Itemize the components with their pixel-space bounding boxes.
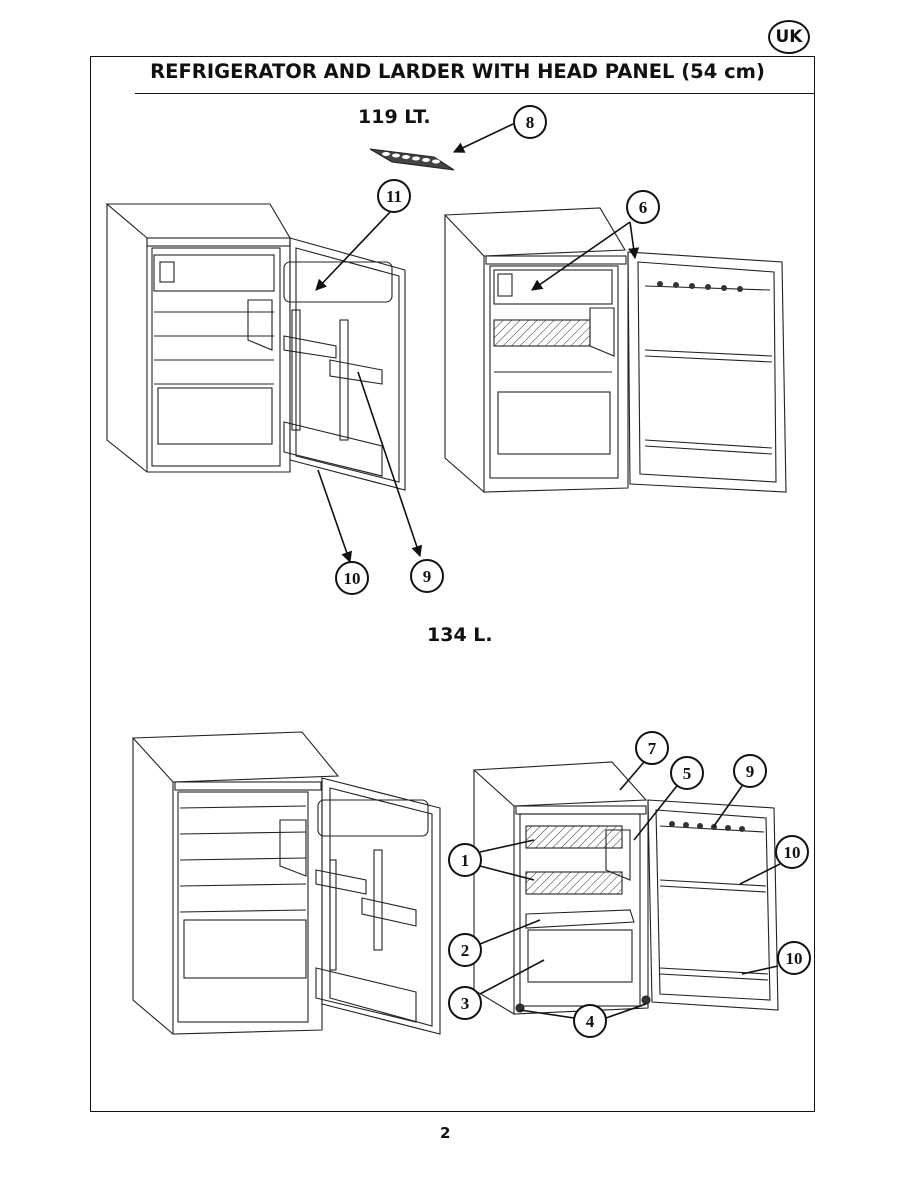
callout-11: 11 [386, 187, 402, 206]
page-number: 2 [440, 1124, 451, 1142]
callout-6: 6 [639, 198, 648, 217]
fridge-119-right-drawing [443, 207, 787, 493]
region-badge: UK [768, 20, 810, 54]
callout-5: 5 [683, 764, 692, 783]
callout-10-top: 10 [344, 569, 361, 588]
fridge-134-left-drawing [131, 731, 441, 1035]
callout-1: 1 [461, 851, 470, 870]
callout-3: 3 [461, 994, 470, 1013]
page-frame [90, 56, 815, 1112]
model-label-119: 119 LT. [358, 106, 431, 128]
callout-10-bottom-lower: 10 [786, 949, 803, 968]
fridge-119-left-drawing [105, 203, 406, 491]
model-label-134: 134 L. [427, 624, 493, 646]
page-title: REFRIGERATOR AND LARDER WITH HEAD PANEL … [150, 60, 765, 83]
callout-7: 7 [648, 739, 657, 758]
callout-4: 4 [586, 1012, 595, 1031]
region-badge-label: UK [775, 27, 803, 47]
callout-8: 8 [526, 113, 535, 132]
leader-lines [315, 123, 781, 1019]
callout-circles [335, 105, 811, 1038]
callout-9-bottom: 9 [746, 762, 755, 781]
egg-tray-drawing [369, 148, 455, 171]
callout-numbers: 8 11 6 10 9 1 2 3 4 5 7 9 10 10 [344, 113, 803, 1031]
callout-2: 2 [461, 941, 470, 960]
callout-9-top: 9 [423, 567, 432, 586]
callout-10-bottom-upper: 10 [784, 843, 801, 862]
title-underline [135, 93, 814, 94]
